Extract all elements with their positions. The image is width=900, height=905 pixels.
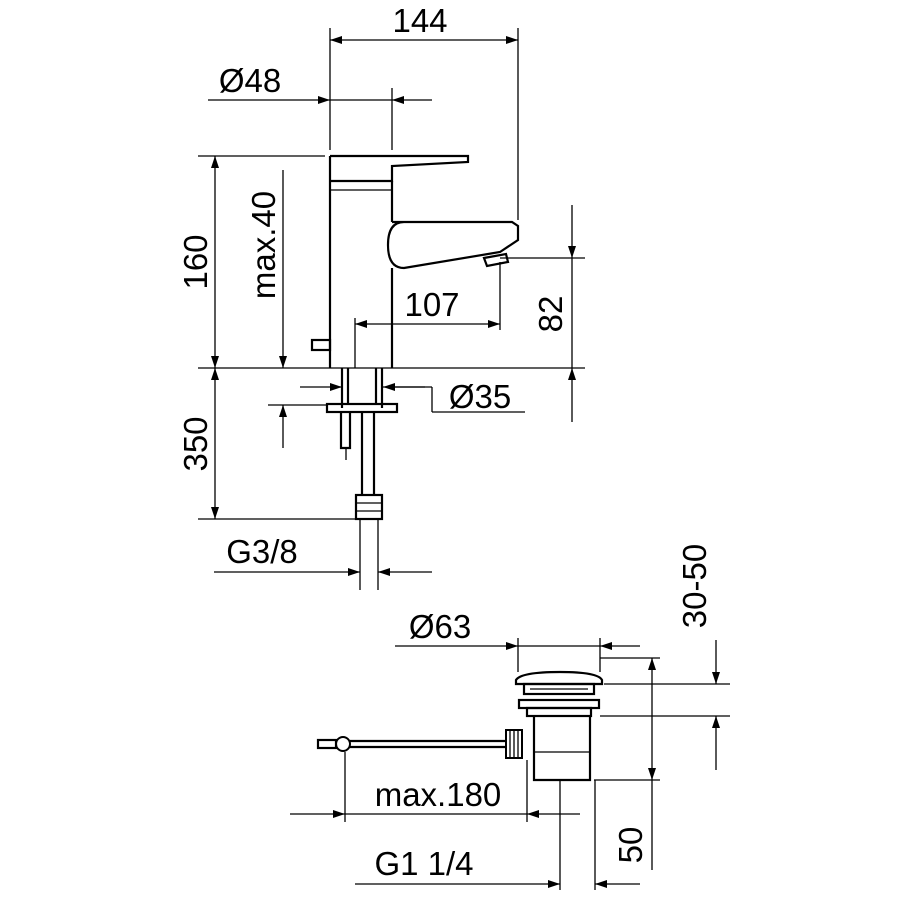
dimension-base-diameter: Ø35	[300, 378, 525, 415]
dimension-waste-thread: G1 1/4	[355, 845, 640, 888]
label-max-deck: max.40	[245, 191, 282, 299]
faucet-drawing	[198, 154, 585, 521]
dimension-width: 144	[330, 2, 518, 44]
label-total-height: 160	[177, 234, 214, 289]
label-waste-range: 30-50	[676, 544, 713, 628]
dimension-rod-length: max.180	[290, 776, 580, 818]
label-spout-height: 82	[532, 296, 569, 333]
dimension-hose-length: 350	[177, 368, 219, 519]
label-rod-length: max.180	[375, 776, 502, 813]
label-hose-length: 350	[177, 416, 214, 471]
dimension-hose-thread: G3/8	[214, 533, 432, 576]
label-waste-thread: G1 1/4	[374, 845, 473, 882]
dimension-spout-height: 82	[532, 205, 576, 422]
waste-drawing	[316, 670, 604, 782]
label-width: 144	[392, 2, 447, 39]
dimension-spout-reach: 107	[355, 286, 500, 328]
label-spout-reach: 107	[404, 286, 459, 323]
dimension-waste-height: 50	[612, 658, 656, 870]
label-hose-thread: G3/8	[226, 533, 298, 570]
dimension-total-height: 160	[177, 156, 219, 368]
label-handle-diameter: Ø48	[219, 62, 281, 99]
dimension-max-deck: max.40	[245, 170, 287, 448]
dimension-handle-diameter: Ø48	[208, 62, 432, 104]
dimension-waste-diameter: Ø63	[395, 608, 640, 650]
label-waste-height: 50	[612, 827, 649, 864]
dimension-waste-range: 30-50	[676, 544, 720, 770]
label-waste-diameter: Ø63	[409, 608, 471, 645]
label-base-diameter: Ø35	[449, 378, 511, 415]
